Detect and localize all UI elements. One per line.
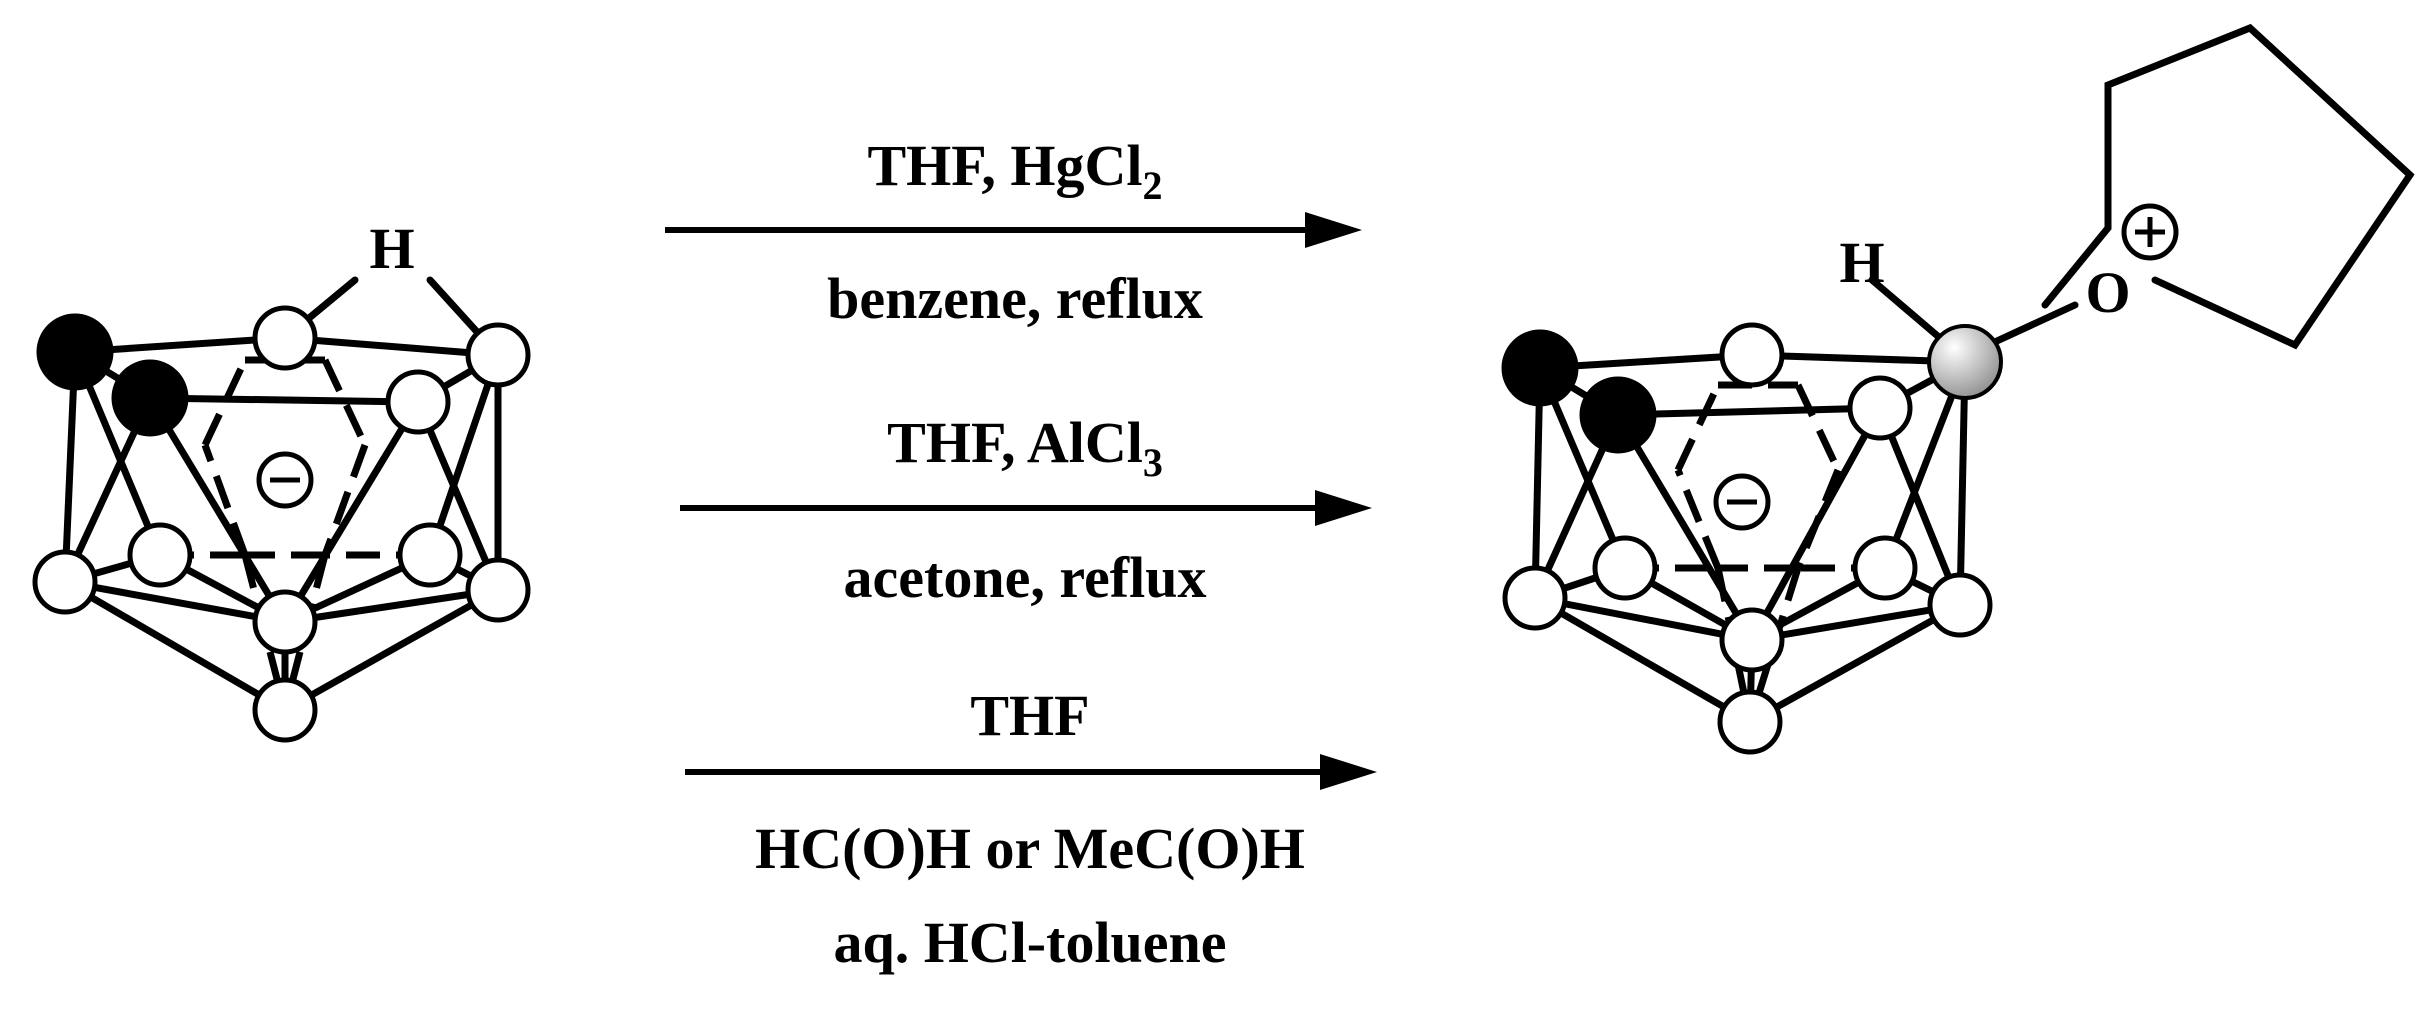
reaction-1-conditions: benzene, reflux <box>827 266 1203 331</box>
boron-atom <box>1847 375 1913 441</box>
boron-atom <box>1719 607 1785 673</box>
reactant-atoms <box>32 305 531 743</box>
substituted-boron-atom <box>1927 324 2003 400</box>
boron-atom <box>1502 565 1568 631</box>
reaction-2-conditions: acetone, reflux <box>844 545 1207 610</box>
carbon-atom <box>1501 329 1579 407</box>
reactant-charge-minus <box>256 451 314 509</box>
thf-ring <box>1956 23 2415 362</box>
b-h-bond <box>1868 276 1944 342</box>
reaction-3-conditions-line-1: HC(O)H or MeC(O)H <box>755 816 1305 881</box>
boron-atom <box>1927 572 1993 638</box>
boron-atom <box>252 589 318 655</box>
oxygen-label: O <box>2085 260 2130 325</box>
product-oxonium-carborane: H O <box>1501 23 2415 755</box>
boron-atom <box>127 522 193 588</box>
product-atoms <box>1501 322 2003 755</box>
reactant-carborane-cluster: H <box>32 216 531 743</box>
product-charge-minus <box>1713 473 1771 531</box>
boron-atom <box>397 522 463 588</box>
carbon-atom <box>36 313 114 391</box>
carbon-atom <box>111 359 189 437</box>
boron-atom <box>385 369 451 435</box>
boron-atom <box>252 677 318 743</box>
reaction-1-reagents: THF, HgCl2 <box>867 133 1162 208</box>
reaction-2-reagents: THF, AlCl3 <box>887 410 1163 485</box>
bridging-hydrogen-label: H <box>369 216 414 281</box>
boron-atom <box>465 557 531 623</box>
boron-atom <box>32 549 98 615</box>
arrowhead-2 <box>1315 490 1372 526</box>
boron-atom <box>1852 535 1918 601</box>
carbon-atom <box>1579 376 1657 454</box>
boron-atom <box>1719 322 1785 388</box>
arrowhead-3 <box>1320 754 1377 790</box>
arrowhead-1 <box>1305 212 1362 248</box>
reaction-3-reagents: THF <box>970 683 1089 748</box>
reaction-conditions: THF, HgCl2 benzene, reflux THF, AlCl3 ac… <box>665 133 1377 975</box>
boron-atom <box>1717 689 1783 755</box>
boron-atom <box>1592 535 1658 601</box>
boron-atom <box>252 305 318 371</box>
oxonium-charge-plus <box>2121 203 2179 261</box>
boron-atom <box>465 322 531 388</box>
product-hydrogen-label: H <box>1839 230 1884 295</box>
reaction-3-conditions-line-2: aq. HCl-toluene <box>833 910 1226 975</box>
